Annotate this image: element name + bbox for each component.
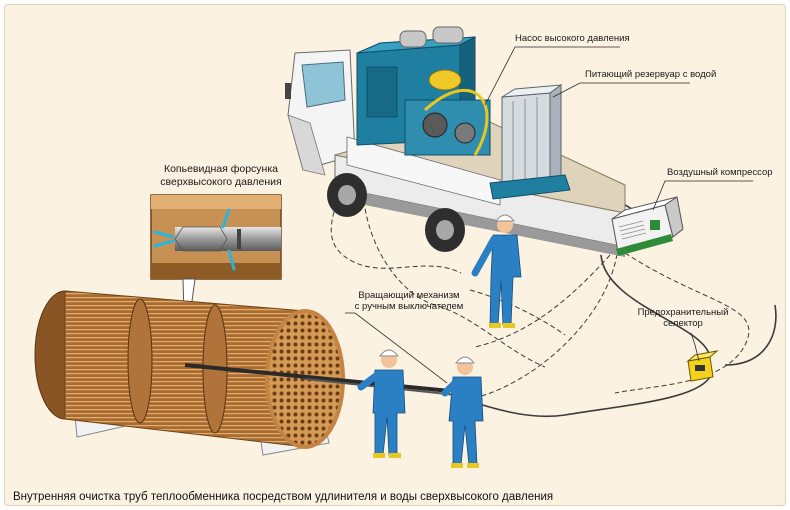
nozzle-label-line1: Копьевидная форсунка xyxy=(163,163,279,175)
diagram-canvas xyxy=(34,26,777,468)
worker-icon-truck xyxy=(471,214,522,328)
high-pressure-pump-icon xyxy=(356,26,491,156)
lance-nozzle-inset xyxy=(150,194,282,354)
water-tank-icon xyxy=(489,84,571,200)
selector-label: Предохранительный селектор xyxy=(625,307,741,329)
rotator-label-line1: Вращающий механизм xyxy=(358,290,460,301)
nozzle-label: Копьевидная форсунка сверхвысокого давле… xyxy=(155,163,287,189)
water-jets xyxy=(153,208,236,271)
truck-wheel-front xyxy=(327,173,367,217)
tank-label: Питающий резервуар с водой xyxy=(585,69,717,80)
diagram-caption: Внутренняя очистка труб теплообменника п… xyxy=(13,491,554,503)
air-compressor-icon xyxy=(611,196,684,256)
selector-label-line1: Предохранительный xyxy=(637,307,729,318)
rotator-label: Вращающий механизм с ручным выключателем xyxy=(345,290,473,312)
diagram-frame: Насос высокого давления Питающий резерву… xyxy=(4,4,786,506)
nozzle-label-line2: сверхвысокого давления xyxy=(160,176,282,188)
selector-label-line2: селектор xyxy=(663,318,703,329)
truck-wheel-rear xyxy=(425,208,465,252)
pump-label: Насос высокого давления xyxy=(515,33,630,44)
compressor-label: Воздушный компрессор xyxy=(667,167,773,178)
leader-lines xyxy=(345,46,753,384)
worker-icon-right xyxy=(441,356,484,468)
worker-icon-left xyxy=(357,349,406,458)
safety-selector-icon xyxy=(686,350,719,382)
heat-exchanger-icon xyxy=(34,290,345,456)
rotator-label-line2: с ручным выключателем xyxy=(354,301,464,312)
